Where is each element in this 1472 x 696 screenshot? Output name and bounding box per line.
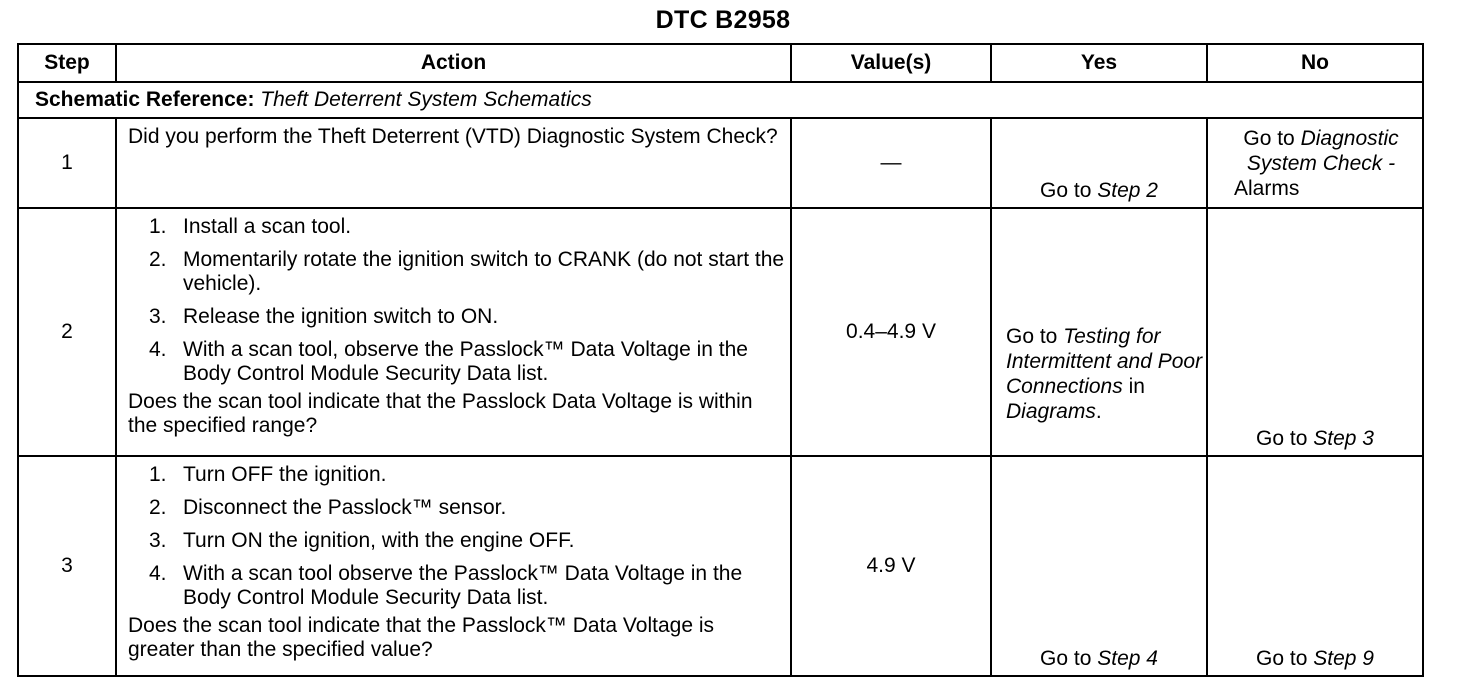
yes-link[interactable]: Go to Step 4 [1040, 647, 1158, 670]
dtc-table: Step Action Value(s) Yes No Schematic Re… [17, 43, 1424, 677]
step-number: 1 [17, 117, 117, 209]
header-row: Step Action Value(s) Yes No [17, 43, 1424, 83]
value-cell: 4.9 V [790, 455, 992, 677]
yes-link[interactable]: Go to Step 2 [1040, 179, 1158, 202]
action-step: 3.Turn ON the ignition, with the engine … [149, 529, 575, 552]
header-values: Value(s) [790, 43, 992, 83]
action-step: 4.With a scan tool observe the Passlock™… [149, 562, 743, 609]
action-cell: Did you perform the Theft Deterrent (VTD… [115, 117, 792, 209]
header-action: Action [115, 43, 792, 83]
schematic-value: Theft Deterrent System Schematics [260, 88, 592, 111]
action-steps: 1.Install a scan tool. 2.Momentarily rot… [117, 209, 790, 386]
action-question: Does the scan tool indicate that the Pas… [128, 614, 715, 661]
no-link[interactable]: Go to Step 9 [1256, 647, 1374, 670]
header-step: Step [17, 43, 117, 83]
schematic-row: Schematic Reference: Theft Deterrent Sys… [17, 81, 1424, 119]
no-cell: Go to Step 3 [1206, 207, 1424, 457]
page-title: DTC B2958 [655, 6, 791, 34]
value-cell: 0.4–4.9 V [790, 207, 992, 457]
action-cell: 1.Install a scan tool. 2.Momentarily rot… [115, 207, 792, 457]
schematic-label: Schematic Reference: [35, 88, 255, 111]
action-question: Did you perform the Theft Deterrent (VTD… [128, 125, 778, 148]
action-step: 1.Install a scan tool. [149, 215, 352, 238]
action-question: Does the scan tool indicate that the Pas… [128, 390, 753, 437]
table-row: 3 1.Turn OFF the ignition. 2.Disconnect … [17, 455, 1424, 677]
action-step: 2.Momentarily rotate the ignition switch… [149, 248, 785, 295]
no-link[interactable]: Go to Step 3 [1256, 427, 1374, 450]
table-row: 1 Did you perform the Theft Deterrent (V… [17, 117, 1424, 209]
no-link[interactable]: Go to Diagnostic System Check - Alarms [1234, 127, 1399, 200]
yes-cell: Go to Testing for Intermittent and Poor … [990, 207, 1208, 457]
header-no: No [1206, 43, 1424, 83]
action-cell: 1.Turn OFF the ignition. 2.Disconnect th… [115, 455, 792, 677]
yes-cell: Go to Step 2 [990, 117, 1208, 209]
action-step: 4.With a scan tool, observe the Passlock… [149, 338, 748, 385]
yes-cell: Go to Step 4 [990, 455, 1208, 677]
action-step: 1.Turn OFF the ignition. [149, 463, 387, 486]
no-cell: Go to Step 9 [1206, 455, 1424, 677]
table-row: 2 1.Install a scan tool. 2.Momentarily r… [17, 207, 1424, 457]
yes-link[interactable]: Go to Testing for Intermittent and Poor … [1006, 325, 1203, 423]
action-step: 3.Release the ignition switch to ON. [149, 305, 499, 328]
action-step: 2.Disconnect the Passlock™ sensor. [149, 496, 507, 519]
no-cell: Go to Diagnostic System Check - Alarms [1206, 117, 1424, 209]
step-number: 2 [17, 207, 117, 457]
header-yes: Yes [990, 43, 1208, 83]
step-number: 3 [17, 455, 117, 677]
value-cell: — [790, 117, 992, 209]
action-steps: 1.Turn OFF the ignition. 2.Disconnect th… [117, 457, 790, 610]
schematic-reference: Schematic Reference: Theft Deterrent Sys… [17, 81, 1424, 119]
